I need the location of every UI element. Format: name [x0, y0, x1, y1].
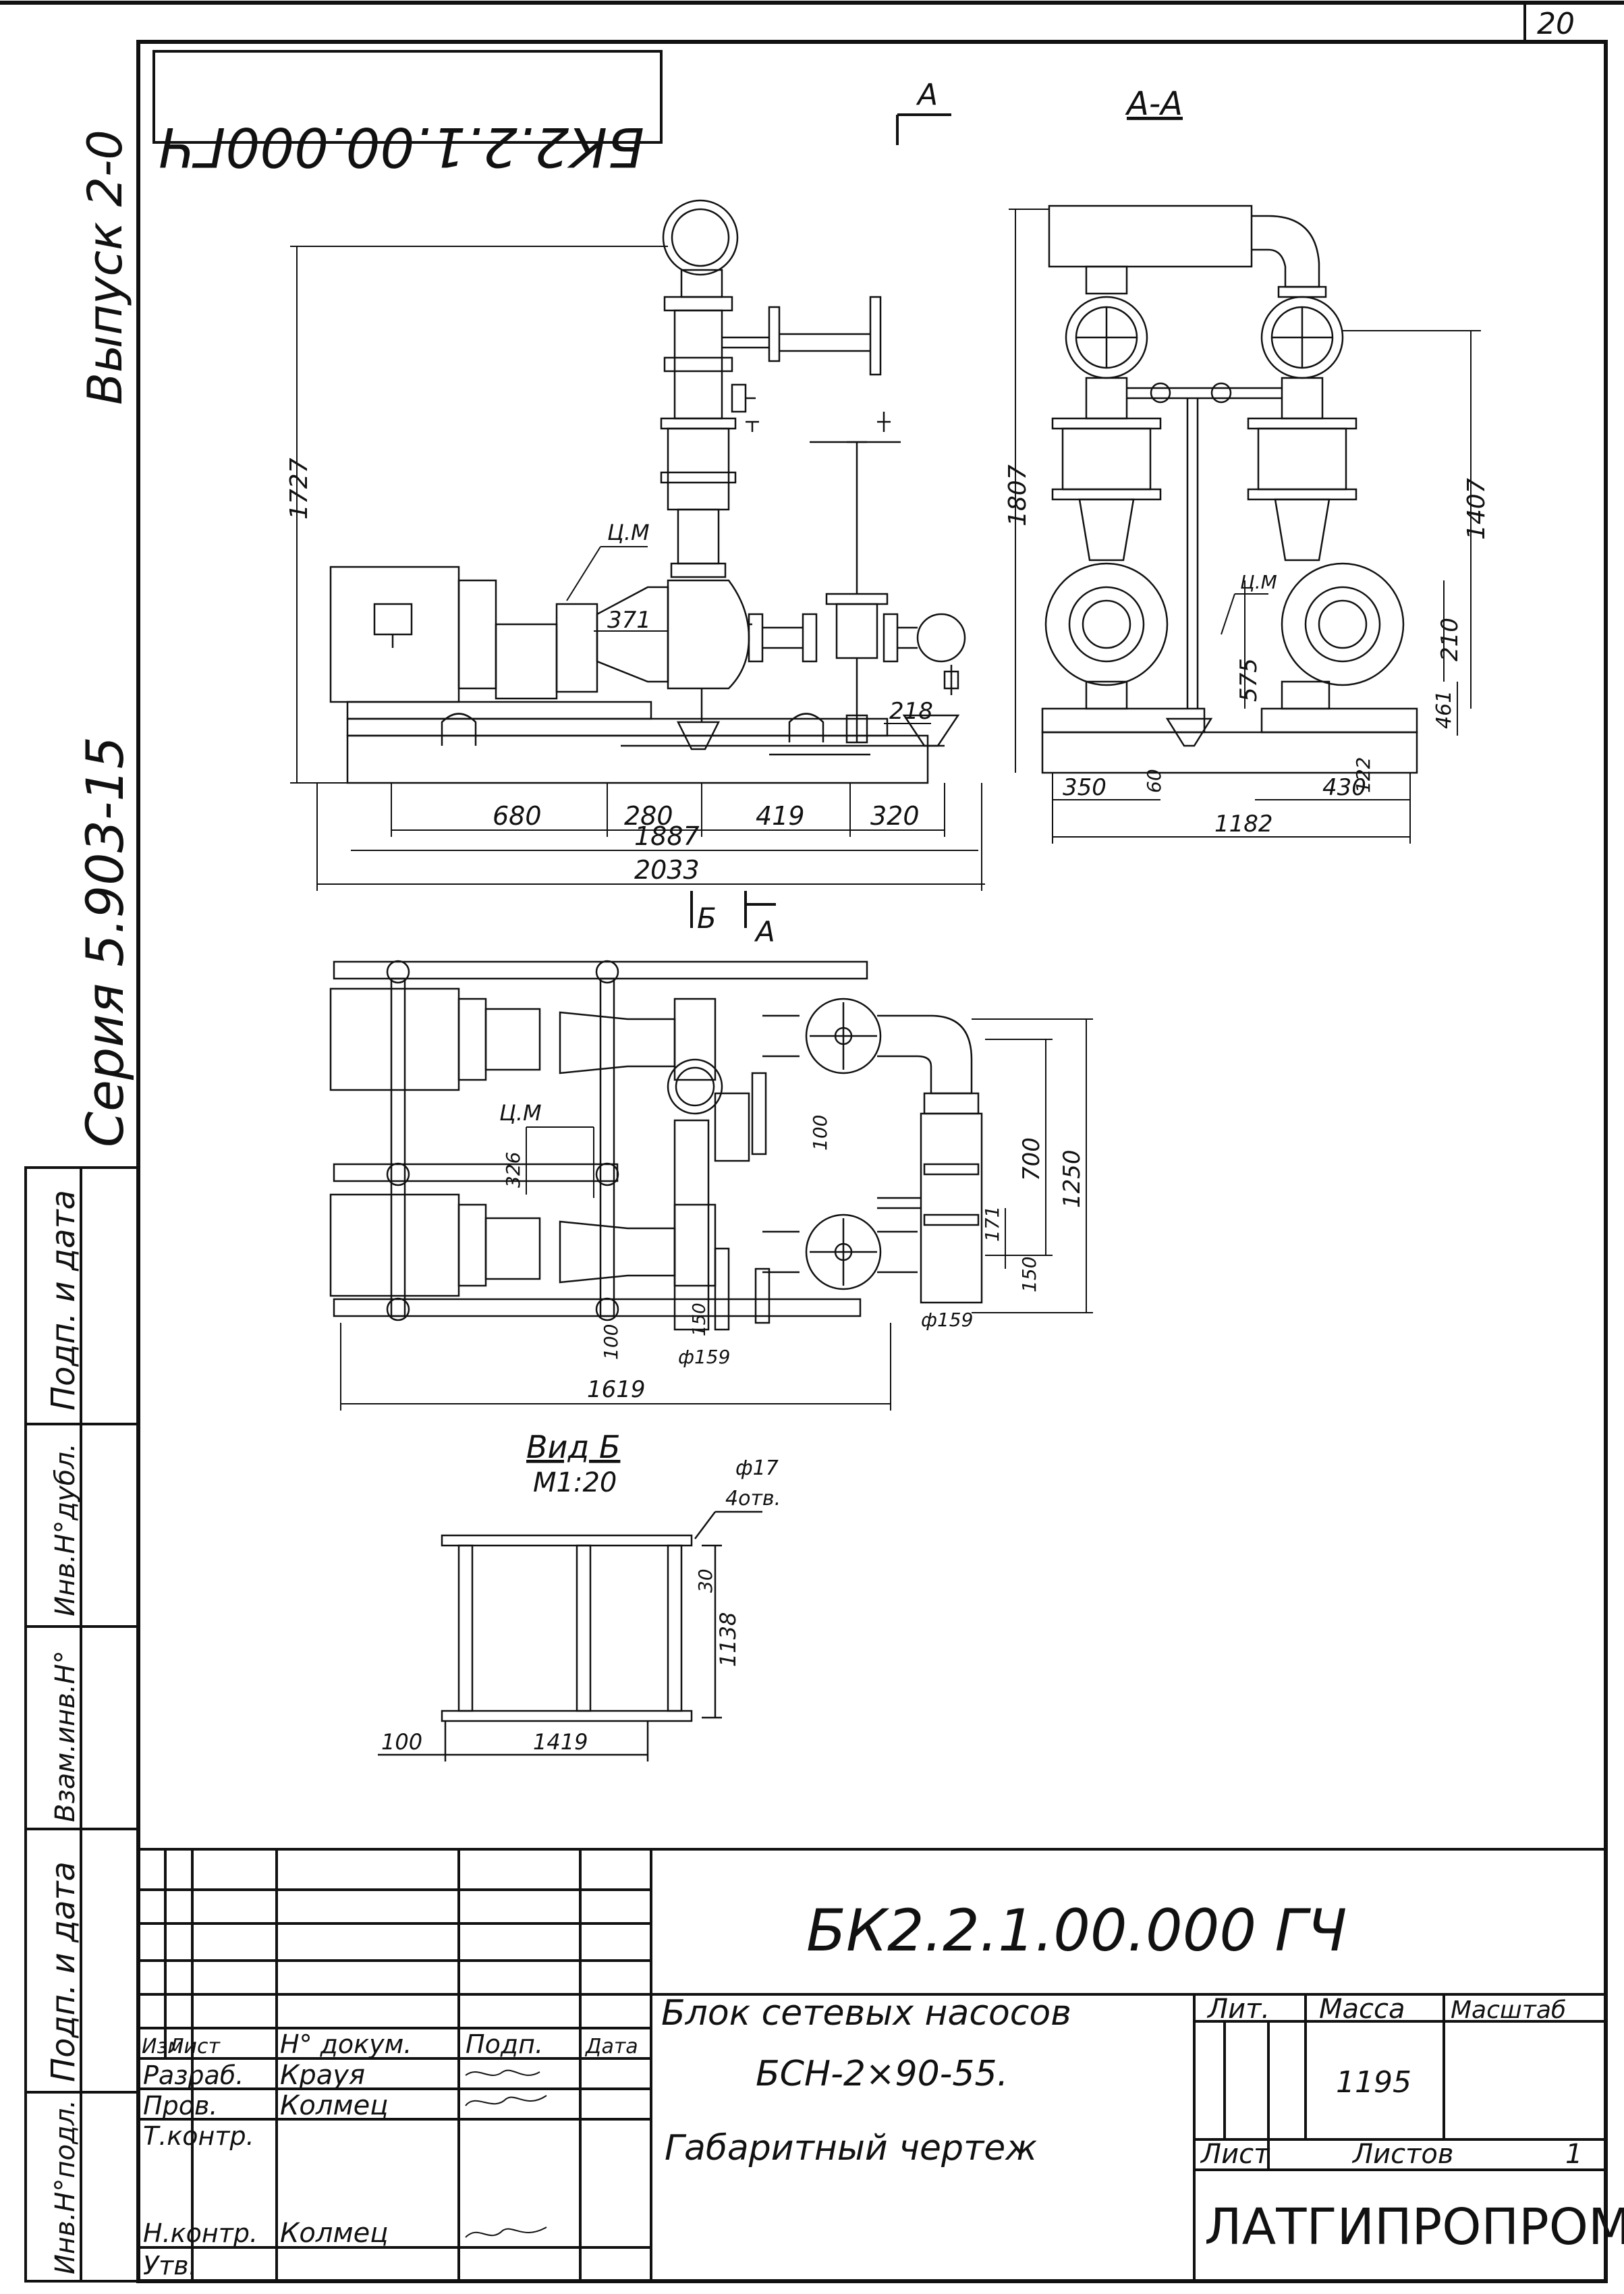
view-b-scale: М1:20: [533, 1467, 617, 1498]
title-block: [138, 1848, 1606, 2281]
callout-cm-1: Ц.М: [607, 520, 650, 545]
section-aa-dimensions: [1009, 209, 1481, 844]
side-stamp: [24, 1166, 140, 2283]
row-role-5: Утв.: [143, 2251, 197, 2281]
section-mark-ab-bottom: [690, 891, 776, 928]
row-role-1: Разраб.: [143, 2060, 244, 2090]
dim-1407: 1407: [1463, 478, 1490, 540]
vypusk-label: Выпуск 2-0: [78, 130, 133, 405]
product-name-3: Габаритный чертеж: [665, 2128, 1037, 2168]
plan-view: [329, 960, 983, 1331]
dim-350: 350: [1063, 774, 1107, 801]
row-name-4: Колмец: [280, 2218, 388, 2249]
col-podp: Подп.: [466, 2029, 543, 2059]
dim-1887: 1887: [634, 821, 700, 851]
row-name-2: Колмец: [280, 2090, 388, 2121]
dim-680: 680: [493, 801, 542, 831]
view-b-holes: ф17: [735, 1456, 779, 1480]
mass-value: 1195: [1336, 2065, 1411, 2100]
front-view-dimensions: [290, 246, 985, 891]
dim-371: 371: [607, 607, 651, 634]
dim-218: 218: [889, 698, 933, 725]
side-stamp-label-1: Подп. и дата: [45, 1190, 82, 1411]
dim-461: 461: [1432, 690, 1456, 729]
dim-430: 430: [1322, 774, 1366, 801]
dim-1138: 1138: [715, 1612, 741, 1667]
dim-320: 320: [870, 801, 920, 831]
side-stamp-label-4: Подп. и дата: [45, 1861, 82, 2082]
dim-419: 419: [756, 801, 805, 831]
front-view: [329, 199, 966, 784]
row-role-4: Н.контр.: [143, 2218, 258, 2248]
section-letter-a-bottom: А: [754, 915, 775, 948]
dim-122: 122: [1352, 757, 1374, 793]
sheets-value: 1: [1565, 2139, 1582, 2170]
dim-1419: 1419: [533, 1729, 588, 1755]
sheet-number: 20: [1537, 7, 1575, 41]
product-name-1: Блок сетевых насосов: [661, 1993, 1071, 2033]
dim-326: 326: [502, 1152, 524, 1188]
dim-100-plan-b: 100: [600, 1324, 622, 1360]
col-data: Дата: [584, 2035, 638, 2058]
dim-575: 575: [1235, 658, 1262, 702]
dim-phi159-b: ф159: [921, 1309, 973, 1331]
section-letter-a-top: А: [916, 78, 938, 112]
dim-100-view-b: 100: [381, 1729, 422, 1755]
col-doc: Н° докум.: [280, 2029, 412, 2059]
designation: БК2.2.1.00.000 ГЧ: [806, 1897, 1347, 1965]
sheet-label: Лист: [1200, 2139, 1270, 2170]
dim-700: 700: [1018, 1137, 1045, 1181]
side-stamp-label-5: Инв.Н°подл.: [50, 2100, 81, 2274]
view-b-title: Вид Б: [526, 1429, 620, 1465]
row-name-1: Крауя: [280, 2060, 365, 2091]
rotated-code: БК2.2.1.00.000ГЧ: [159, 115, 644, 178]
dim-150-a: 150: [690, 1303, 710, 1336]
mass-label: Масса: [1319, 1994, 1405, 2025]
dim-1619: 1619: [587, 1376, 646, 1403]
side-stamp-label-2: Инв.Н°дубл.: [50, 1443, 81, 1616]
product-name-2: БСН-2×90-55.: [756, 2054, 1008, 2094]
dim-210: 210: [1436, 618, 1463, 661]
side-stamp-label-3: Взам.инв.Н°: [50, 1650, 81, 1822]
organization: ЛАТГИПРОПРОМ: [1204, 2198, 1624, 2256]
dim-280: 280: [624, 801, 673, 831]
section-mark-a-top: [896, 113, 951, 145]
dim-1807: 1807: [1004, 464, 1032, 526]
callout-cm-2: Ц.М: [1240, 571, 1277, 593]
section-aa-view: [1041, 204, 1418, 774]
dim-60: 60: [1143, 769, 1165, 793]
col-list: Лист: [168, 2035, 221, 2058]
scale-label: Масштаб: [1451, 1996, 1566, 2024]
view-b-holes-count: 4отв.: [725, 1487, 781, 1510]
section-letter-b: Б: [697, 902, 717, 935]
dim-100-plan-a: 100: [809, 1115, 831, 1151]
callout-cm-3: Ц.М: [499, 1100, 542, 1126]
dim-2033: 2033: [634, 855, 700, 885]
dim-1250: 1250: [1059, 1149, 1086, 1208]
view-b-frame: [378, 1510, 762, 1762]
dim-150-b: 150: [1018, 1257, 1040, 1292]
row-role-3: Т.контр.: [143, 2121, 254, 2151]
dim-1727: 1727: [285, 458, 313, 520]
seriya-label: Серия 5.903-15: [75, 736, 135, 1147]
rotated-code-box: БК2.2.1.00.000ГЧ: [152, 50, 663, 178]
lit-label: Лит.: [1206, 1994, 1270, 2025]
dim-30: 30: [694, 1568, 717, 1593]
dim-phi159-a: ф159: [678, 1346, 730, 1368]
section-title-aa: А-А: [1125, 85, 1183, 123]
col-izm: Изм: [142, 2035, 183, 2058]
signature-1: [465, 2069, 547, 2238]
plan-view-dimensions: [340, 1018, 1093, 1411]
row-role-2: Пров.: [143, 2091, 217, 2121]
dim-1182: 1182: [1214, 811, 1273, 838]
sheets-label: Листов: [1351, 2139, 1453, 2170]
dim-171: 171: [981, 1206, 1003, 1242]
